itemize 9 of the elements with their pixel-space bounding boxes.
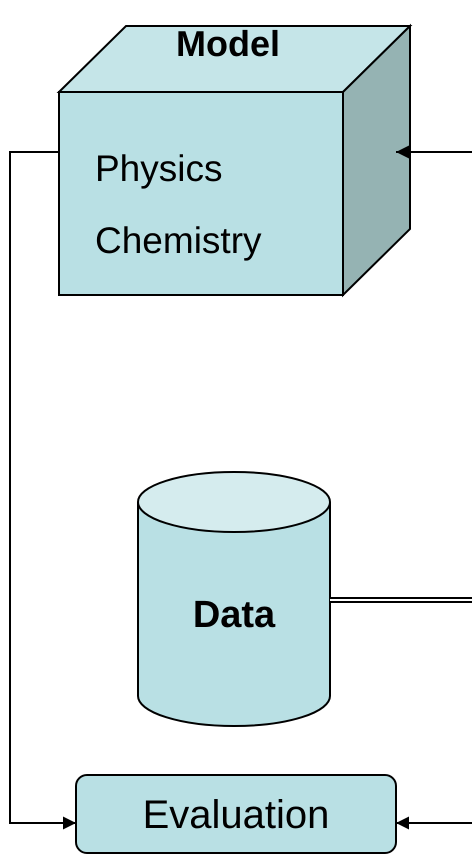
double-line [330, 597, 472, 603]
arrow [396, 146, 472, 158]
evaluation-label: Evaluation [142, 795, 330, 835]
arrow [9, 151, 76, 830]
data-label: Data [192, 596, 276, 634]
model-heading: Model [175, 26, 281, 62]
chemistry-text: Chemistry [95, 222, 262, 259]
physics-text: Physics [95, 150, 222, 187]
arrow [396, 816, 472, 830]
